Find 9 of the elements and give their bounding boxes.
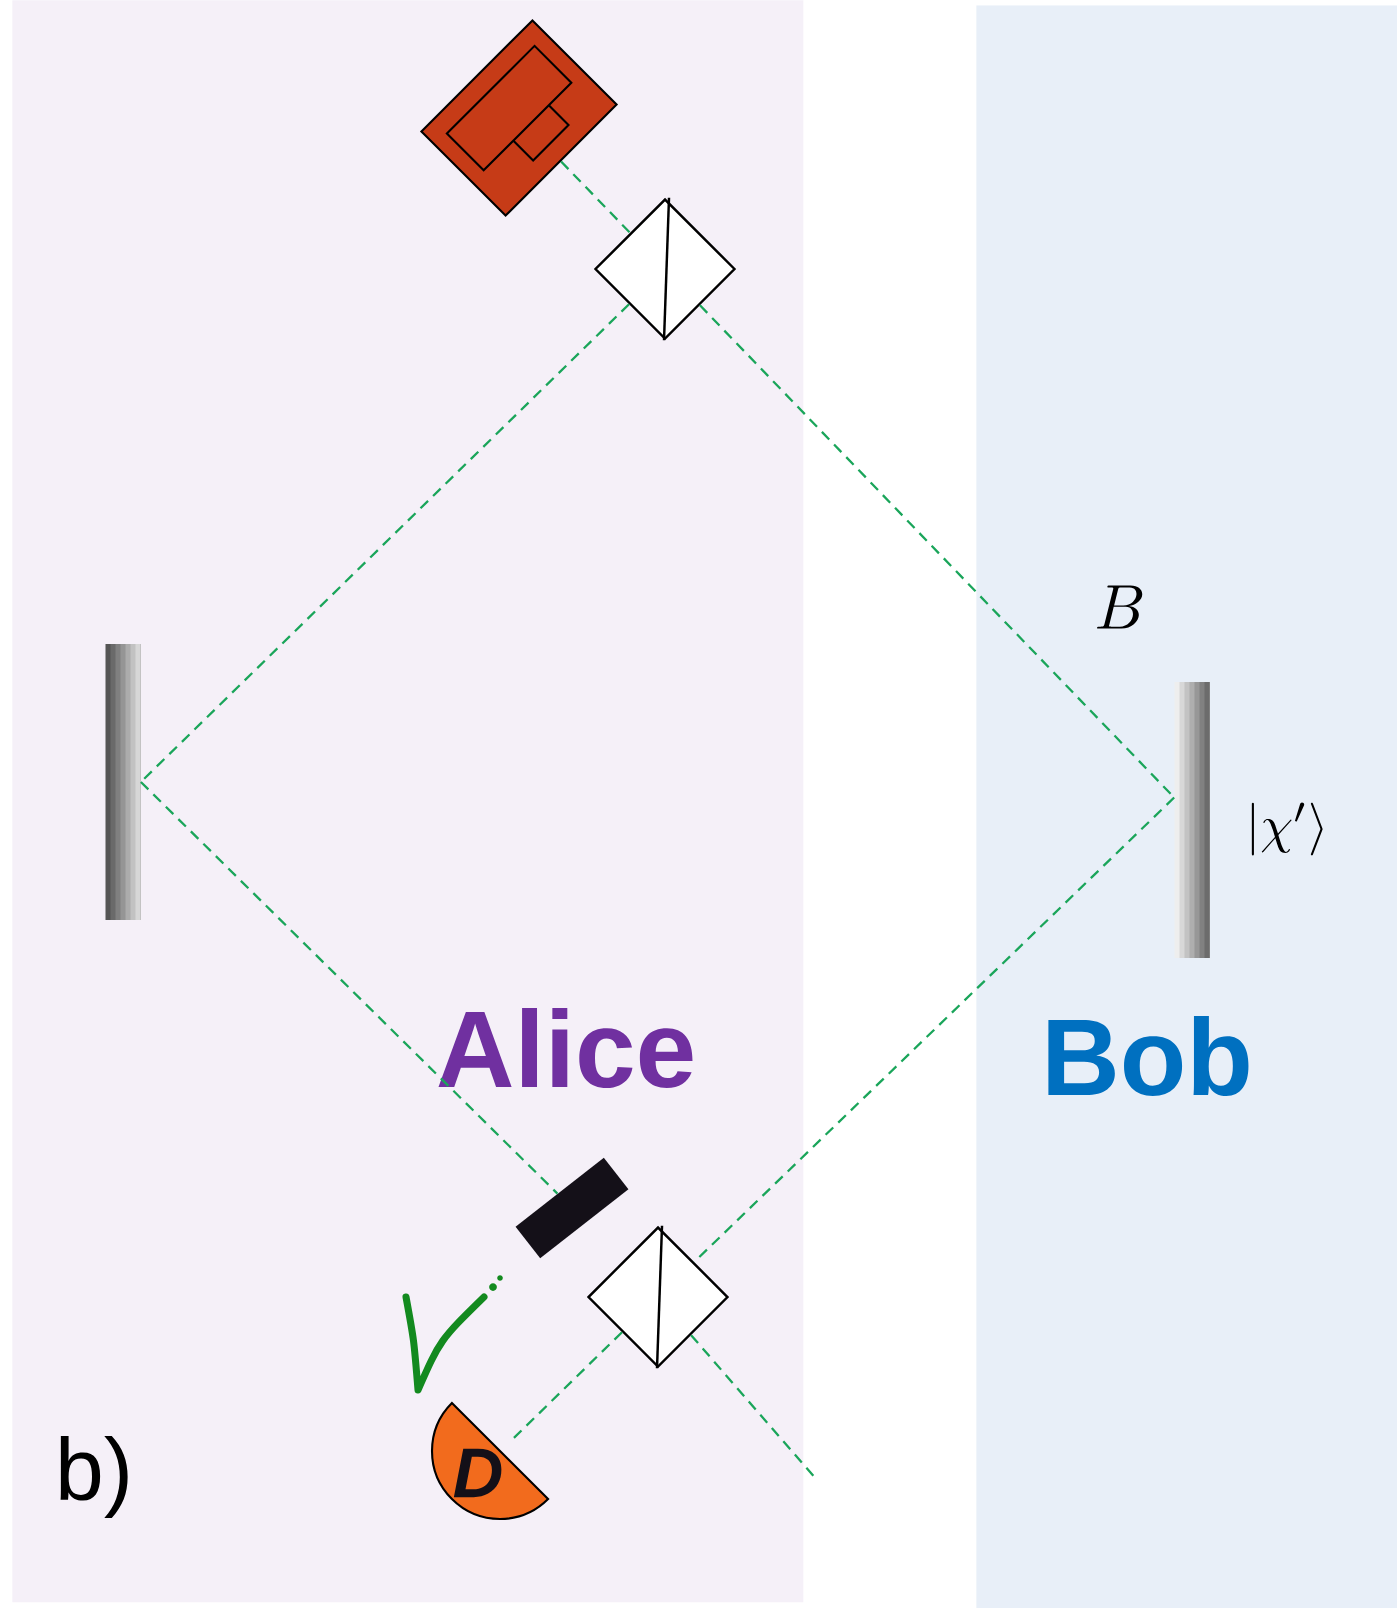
state-label: $|\chi'\rangle$ <box>1251 802 1323 856</box>
laser-beam <box>560 160 631 234</box>
detector: D <box>430 1401 550 1521</box>
panel-label: b) <box>60 1436 128 1518</box>
mirror-label: $B$ <box>1097 585 1143 629</box>
mirror <box>105 644 141 920</box>
laser-beam <box>140 781 559 1195</box>
mirror <box>1174 682 1210 958</box>
beam-block <box>515 1157 629 1259</box>
